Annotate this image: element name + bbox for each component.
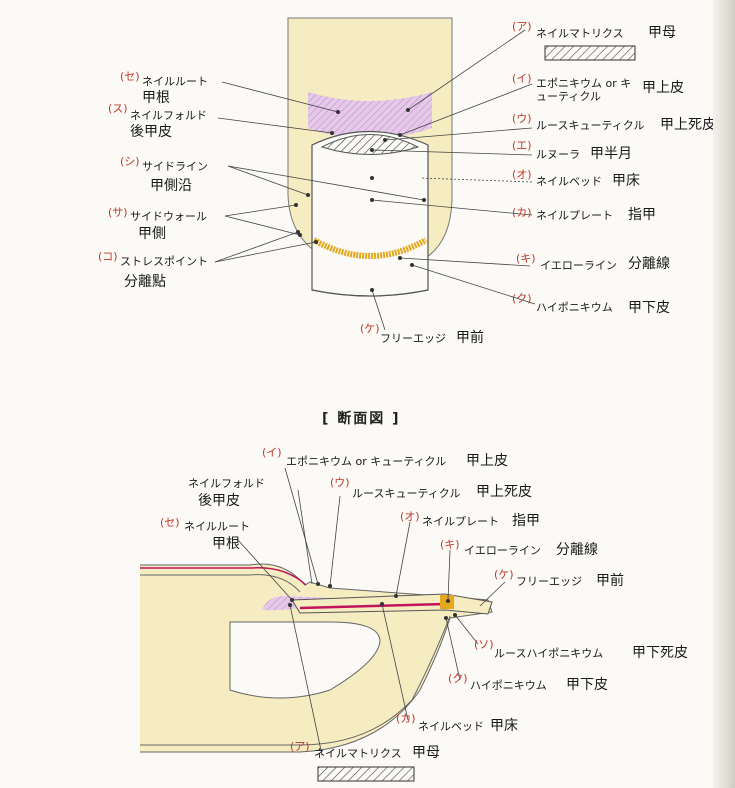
label-mark-u: (ウ) — [512, 112, 532, 125]
yellow-line-shape — [312, 237, 428, 259]
bottom-leader-lines — [237, 467, 506, 756]
cs-kanji-hyponychium: 甲下皮 — [566, 677, 608, 693]
label-lunula: ルヌーラ — [536, 148, 580, 161]
section-title: [ 断面図 ] — [322, 411, 401, 427]
label-kanji-yellow-line: 分離線 — [628, 256, 670, 272]
label-kanji-free-edge: 甲前 — [456, 330, 484, 346]
cs-label-loose-hyponychium: ルースハイポニキウム — [494, 647, 604, 660]
cs-mark-u: (ウ) — [330, 476, 350, 489]
cs-kanji-nail-plate: 指甲 — [512, 513, 540, 529]
cs-label-hyponychium: ハイポニキウム — [470, 679, 547, 692]
cs-kanji-loose-hyponychium: 甲下死皮 — [632, 645, 688, 661]
cs-kanji-nail-fold: 後甲皮 — [198, 493, 240, 509]
label-nail-matrix: ネイルマトリクス — [536, 27, 624, 40]
label-nail-root: ネイルルート — [142, 75, 208, 88]
cs-label-nail-root: ネイルルート — [184, 520, 250, 533]
cs-mark-i: (イ) — [262, 446, 282, 459]
matrix-legend-box-bottom — [317, 766, 415, 782]
label-eponychium: エポニキウム or キューティクル — [536, 77, 632, 103]
label-mark-se: (セ) — [120, 70, 140, 83]
label-kanji-loose-cuticle: 甲上死皮 — [660, 117, 716, 133]
label-mark-o: (オ) — [512, 168, 532, 181]
label-hyponychium: ハイポニキウム — [536, 301, 613, 314]
cs-label-free-edge: フリーエッジ — [516, 575, 582, 588]
label-mark-ke: (ケ) — [360, 322, 380, 335]
label-mark-ko: (コ) — [98, 250, 118, 263]
label-mark-ka: (カ) — [512, 206, 532, 219]
cs-label-loose-cuticle: ルースキューティクル — [352, 487, 461, 500]
finger-cross-section — [140, 563, 493, 753]
label-kanji-lunula: 甲半月 — [590, 146, 632, 162]
label-mark-i: (イ) — [512, 72, 532, 85]
cs-label-eponychium: エポニキウム or キューティクル — [286, 455, 447, 468]
cs-kanji-yellow-line: 分離線 — [556, 542, 598, 558]
label-kanji-nail-plate: 指甲 — [628, 207, 656, 223]
cs-label-yellow-line: イエローライン — [464, 544, 541, 557]
label-mark-ku: (ク) — [512, 292, 532, 305]
cs-label-nail-bed: ネイルベッド — [418, 720, 484, 733]
cs-mark-ku: (ク) — [448, 672, 468, 685]
cs-mark-se: (セ) — [160, 516, 180, 529]
cs-kanji-loose-cuticle: 甲上死皮 — [476, 484, 532, 500]
label-stress-point: ストレスポイント — [120, 255, 208, 268]
label-mark-e: (エ) — [512, 139, 532, 152]
cs-mark-ka: (カ) — [396, 712, 416, 725]
finger-top-view — [287, 17, 453, 297]
top-leader-dots — [294, 108, 426, 292]
label-kanji-eponychium: 甲上皮 — [642, 80, 684, 96]
label-nail-bed: ネイルベッド — [536, 175, 602, 188]
matrix-legend-box-top — [544, 45, 636, 61]
cs-kanji-matrix: 甲母 — [412, 745, 440, 761]
cs-kanji-free-edge: 甲前 — [596, 573, 624, 589]
label-mark-a: (ア) — [512, 20, 532, 33]
label-kanji-nail-bed: 甲床 — [612, 173, 640, 189]
cs-mark-o: (オ) — [400, 510, 420, 523]
cs-mark-a: (ア) — [290, 740, 310, 753]
cs-kanji-nail-root: 甲根 — [212, 536, 240, 552]
cs-label-nail-plate: ネイルプレート — [422, 515, 499, 528]
label-nail-plate: ネイルプレート — [536, 209, 613, 222]
nail-root-region — [308, 92, 432, 139]
nail-plate-shape — [311, 130, 429, 297]
label-yellow-line: イエローライン — [540, 259, 617, 272]
label-kanji-nail-root: 甲根 — [142, 90, 170, 106]
label-mark-ki: (キ) — [516, 252, 536, 265]
page-edge — [713, 0, 735, 788]
cs-kanji-eponychium: 甲上皮 — [466, 453, 508, 469]
label-mark-shi: (シ) — [120, 155, 140, 168]
cs-label-matrix: ネイルマトリクス — [314, 747, 402, 760]
top-leader-lines — [214, 29, 536, 331]
cs-kanji-nail-bed: 甲床 — [490, 718, 518, 734]
label-kanji-side-wall: 甲側 — [138, 226, 166, 242]
label-kanji-side-line: 甲側沿 — [150, 178, 192, 194]
label-kanji-nail-fold: 後甲皮 — [130, 124, 172, 140]
bottom-leader-dots — [288, 582, 457, 620]
cs-mark-ki: (キ) — [440, 538, 460, 551]
label-nail-fold: ネイルフォルド — [130, 109, 207, 122]
cs-label-nail-fold: ネイルフォルド — [188, 477, 265, 490]
label-free-edge: フリーエッジ — [380, 332, 446, 345]
cs-mark-ke: (ケ) — [494, 568, 514, 581]
label-kanji-stress-point: 分離點 — [124, 274, 166, 290]
label-loose-cuticle: ルースキューティクル — [536, 119, 645, 132]
label-mark-su: (ス) — [108, 102, 128, 115]
label-kanji-hyponychium: 甲下皮 — [628, 300, 670, 316]
label-side-wall: サイドウォール — [130, 210, 207, 223]
cs-mark-so: (ソ) — [474, 638, 494, 651]
label-side-line: サイドライン — [142, 160, 208, 173]
label-mark-sa: (サ) — [108, 206, 128, 219]
label-kanji-matrix: 甲母 — [648, 25, 676, 41]
